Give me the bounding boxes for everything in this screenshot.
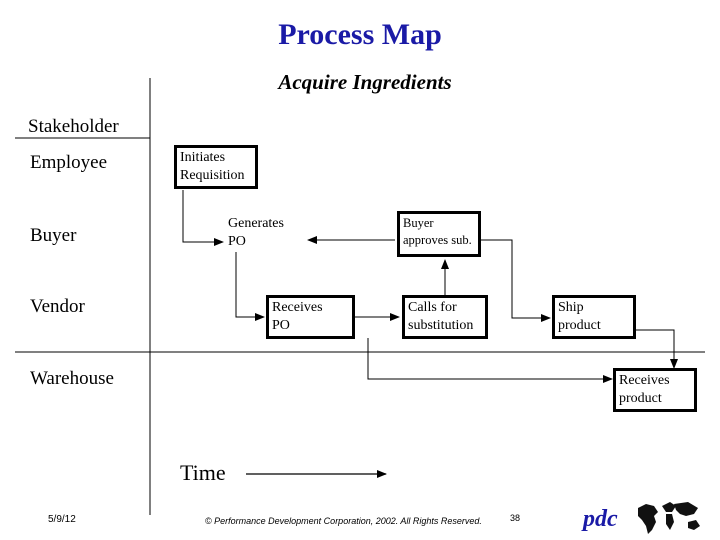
step-line: product bbox=[558, 318, 601, 333]
lane-warehouse: Warehouse bbox=[30, 368, 114, 389]
step-line: Calls for bbox=[408, 300, 457, 315]
step-initiates-requisition: Initiates Requisition bbox=[174, 145, 258, 189]
step-receives-po: Receives PO bbox=[266, 295, 355, 339]
footer-date: 5/9/12 bbox=[48, 514, 76, 525]
step-line: approves sub. bbox=[403, 233, 472, 247]
lane-vendor: Vendor bbox=[30, 296, 85, 317]
page-title: Process Map bbox=[278, 18, 442, 51]
flow-arrow bbox=[182, 190, 224, 246]
step-buyer-approves: Buyer approves sub. bbox=[397, 211, 481, 257]
page-subtitle: Acquire Ingredients bbox=[278, 70, 452, 94]
flow-arrow bbox=[636, 329, 678, 369]
lane-header-stakeholder: Stakeholder bbox=[28, 116, 119, 137]
step-line: product bbox=[619, 391, 662, 406]
flow-arrow bbox=[367, 338, 613, 383]
step-line: Requisition bbox=[180, 168, 245, 183]
step-receives-product: Receives product bbox=[613, 368, 697, 412]
step-line: Receives bbox=[619, 373, 670, 388]
world-map-logo-icon bbox=[638, 502, 700, 534]
step-line: substitution bbox=[408, 318, 474, 333]
lane-employee: Employee bbox=[30, 152, 108, 173]
page-number: 38 bbox=[510, 513, 521, 523]
step-line: Generates bbox=[228, 216, 284, 231]
footer-copyright: © Performance Development Corporation, 2… bbox=[205, 516, 482, 526]
step-line: PO bbox=[228, 234, 246, 249]
time-label: Time bbox=[180, 460, 226, 485]
company-logo-text: pdc bbox=[583, 506, 618, 532]
lane-buyer: Buyer bbox=[30, 225, 77, 246]
step-calls-for-substitution: Calls for substitution bbox=[402, 295, 488, 339]
step-line: Ship bbox=[558, 300, 584, 315]
flow-arrow bbox=[235, 252, 265, 321]
flow-arrow bbox=[480, 239, 551, 322]
step-line: Receives bbox=[272, 300, 323, 315]
step-line: PO bbox=[272, 318, 290, 333]
step-ship-product: Ship product bbox=[552, 295, 636, 339]
step-generates-po: Generates PO bbox=[228, 215, 284, 251]
step-line: Initiates bbox=[180, 150, 226, 165]
step-line: Buyer bbox=[403, 216, 434, 230]
